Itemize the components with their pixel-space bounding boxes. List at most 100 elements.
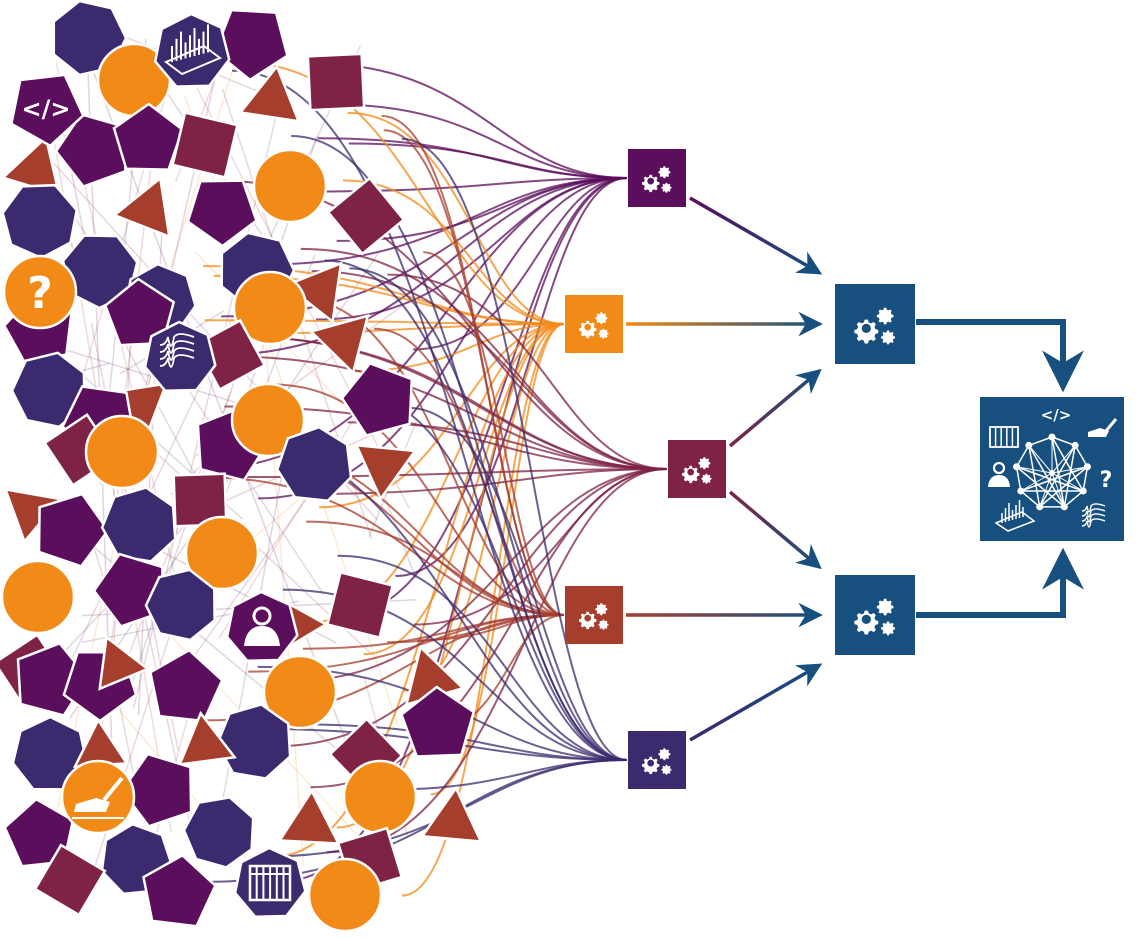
gears-icon	[579, 312, 609, 339]
tri-data-shape	[308, 314, 370, 376]
source-to-processor-link	[326, 468, 668, 854]
hex-data-shape	[275, 425, 353, 503]
hex-data-shape	[1, 183, 79, 260]
writing-badge-bg	[60, 759, 136, 835]
pent-data-shape	[340, 361, 414, 437]
background-link	[218, 385, 376, 639]
gears-icon	[642, 748, 672, 775]
source-to-processor-link	[348, 142, 628, 179]
pent-data-shape	[213, 8, 289, 82]
code-badge-bg	[9, 73, 85, 148]
source-to-processor-link	[319, 323, 565, 509]
source-to-processor-link	[342, 179, 565, 325]
aggregate-arrow	[916, 547, 1084, 618]
gears-icon	[854, 307, 896, 345]
source-to-processor-link	[295, 297, 565, 616]
tri-data-shape	[238, 63, 301, 123]
tri-data-shape	[277, 788, 341, 845]
code-icon: </>	[22, 95, 71, 123]
flow-arrow	[689, 663, 823, 742]
sq-data-shape	[33, 843, 107, 917]
source-to-processor-link	[285, 468, 668, 683]
processor-node	[565, 295, 623, 353]
sq-data-shape	[326, 176, 406, 256]
spectrum-plot-icon	[994, 500, 1036, 532]
hex-data-shape	[61, 234, 139, 310]
pent-data-shape	[186, 179, 258, 248]
writing-hand-icon	[1088, 418, 1118, 437]
person-icon	[244, 606, 280, 646]
processing-pipeline: </>?	[565, 149, 1124, 789]
tri-data-shape	[98, 634, 151, 691]
source-to-processor-link	[240, 61, 565, 325]
processor-node	[628, 731, 686, 789]
aggregator-node	[835, 284, 915, 364]
circle-data-shape	[342, 759, 418, 835]
circle-data-shape	[307, 857, 383, 933]
tri-data-shape	[111, 175, 171, 239]
pent-data-shape	[37, 492, 110, 568]
flow-arrow	[728, 368, 822, 448]
source-to-processor-link	[413, 177, 628, 351]
gears-icon	[854, 598, 896, 636]
spectrum-plot-icon	[164, 24, 222, 76]
tri-data-shape	[419, 785, 483, 843]
knowledge-graph-node: </>?	[980, 397, 1124, 541]
pent-data-shape	[54, 112, 127, 188]
question-icon: ?	[1100, 468, 1113, 493]
tri-data-shape	[354, 443, 418, 502]
person-icon	[988, 461, 1010, 487]
circle-data-shape	[252, 148, 328, 224]
tri-data-shape	[177, 710, 237, 767]
processor-node	[668, 440, 726, 498]
source-to-processor-link	[306, 520, 565, 616]
circle-data-shape	[262, 654, 338, 730]
source-to-processor-link	[347, 111, 565, 325]
source-to-processor-link	[224, 405, 668, 470]
aggregator-node	[835, 575, 915, 655]
sq-data-shape	[306, 52, 366, 112]
source-to-processor-link	[423, 251, 565, 616]
table-grid-icon	[248, 864, 292, 902]
flow-arrow	[689, 196, 823, 275]
pipeline-arrows	[626, 196, 1084, 742]
source-to-processor-link	[340, 177, 628, 617]
pent-data-shape	[112, 102, 184, 171]
hex-data-shape	[182, 796, 255, 869]
source-to-processor-link	[309, 62, 628, 179]
source-to-processor-link	[324, 259, 628, 761]
source-to-processor-link	[363, 323, 565, 656]
person-badge	[225, 590, 299, 663]
signal-waveform-icon	[1081, 503, 1106, 528]
code-badge: </>	[9, 73, 85, 148]
circle-data-shape	[84, 414, 160, 490]
pent-data-shape	[148, 648, 224, 723]
pent-data-shape	[400, 685, 476, 758]
circle-data-shape	[230, 382, 306, 458]
tri-data-shape	[283, 261, 343, 324]
sq-data-shape	[325, 570, 395, 640]
source-to-processor-link	[337, 554, 628, 761]
source-to-processor-link	[226, 334, 668, 470]
question-badge-bg	[2, 254, 78, 330]
processor-node	[628, 149, 686, 207]
source-to-processor-link	[383, 129, 565, 616]
flow-arrow	[728, 490, 822, 570]
signal-badge-bg	[143, 320, 217, 393]
signal-badge	[143, 320, 217, 393]
source-to-processor-link	[351, 323, 565, 373]
processor-node	[565, 586, 623, 644]
spectrum-badge	[153, 12, 231, 88]
source-to-processor-link	[212, 177, 628, 357]
circle-data-shape	[232, 270, 308, 346]
hex-data-shape	[100, 486, 177, 563]
hex-data-shape	[215, 703, 292, 780]
table-badge	[233, 846, 307, 919]
source-to-processor-link	[329, 103, 628, 179]
source-to-processor-link	[387, 273, 668, 470]
gears-icon	[642, 166, 672, 193]
question-badge: ?	[2, 254, 78, 330]
pent-data-shape	[142, 853, 217, 928]
source-to-processor-link	[272, 383, 565, 616]
